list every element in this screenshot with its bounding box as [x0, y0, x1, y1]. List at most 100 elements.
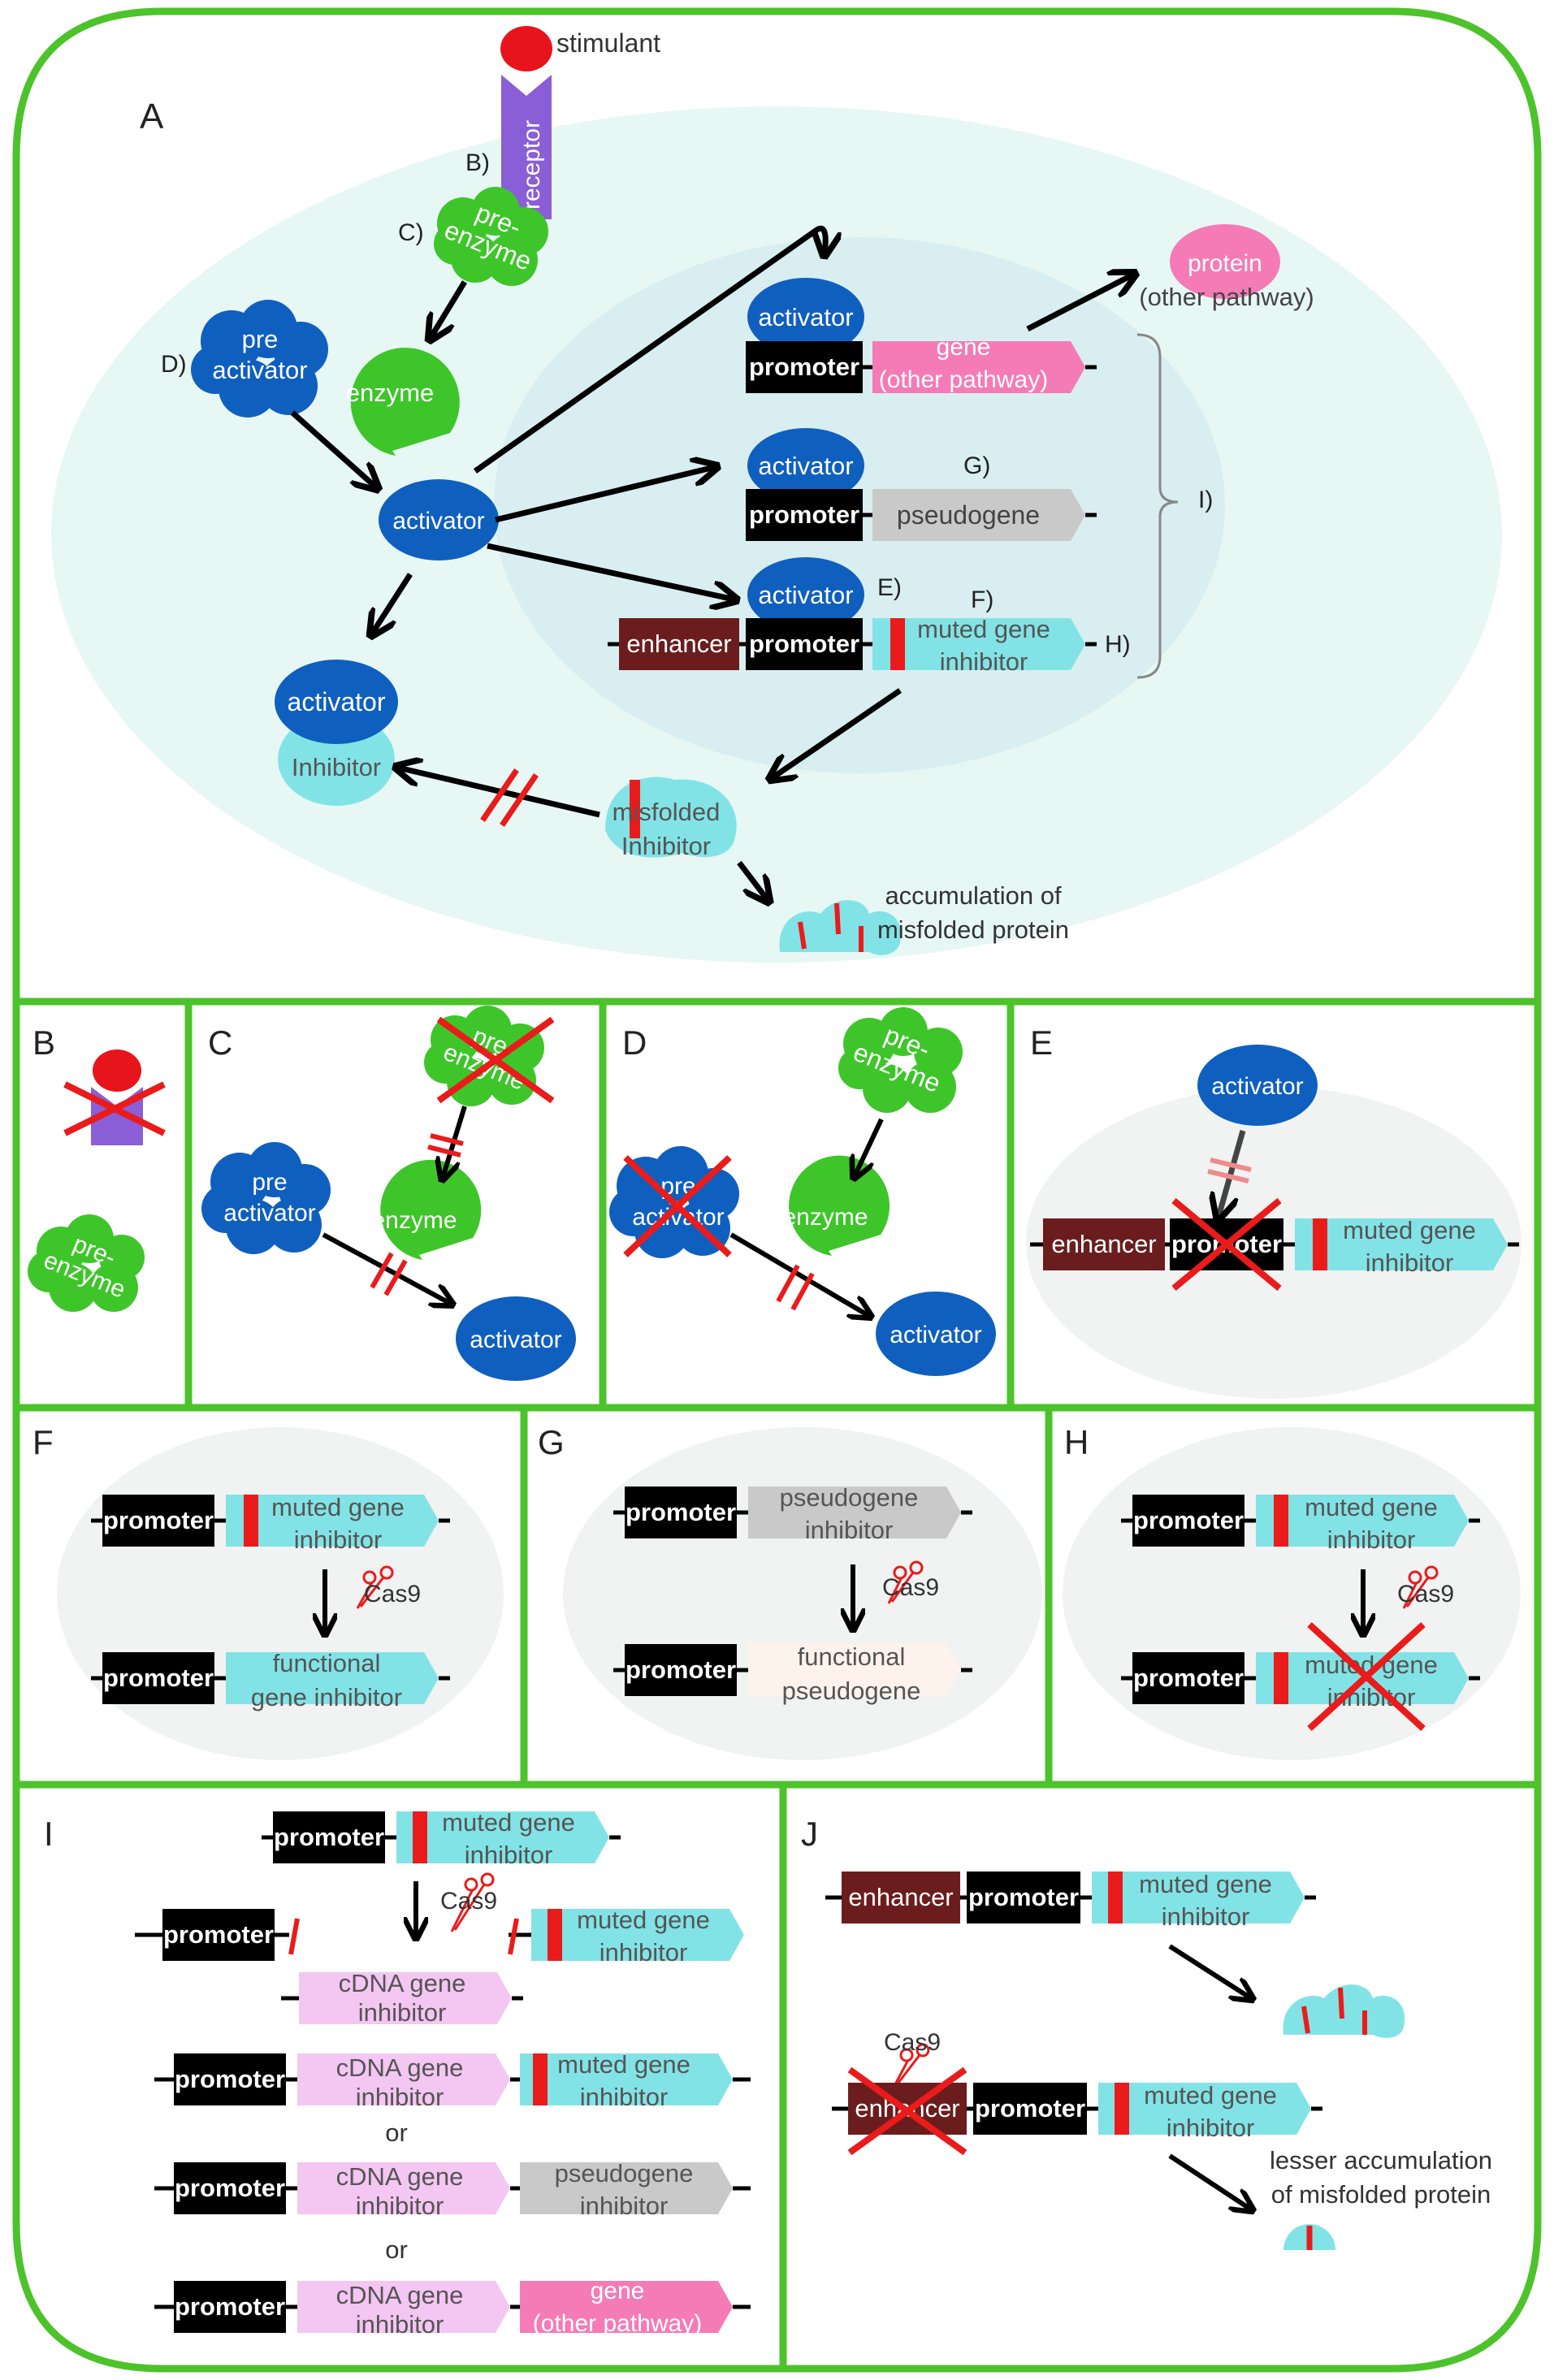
enzyme-label: enzyme: [346, 379, 435, 407]
activator-bound-label: activator: [288, 687, 386, 716]
mutation-mark-row3: [890, 618, 905, 670]
scissors-icon-i: [450, 1872, 495, 1932]
muted-gene-i3: [520, 2053, 733, 2105]
muted-gene-e: [1295, 1218, 1508, 1270]
outer-border: [12, 7, 1542, 2373]
cdna-gene-i4: [297, 2281, 510, 2333]
nucleus-g: [563, 1427, 1042, 1760]
gene-other-i5-label: gene(other pathway): [533, 2278, 702, 2337]
activator-row2-label: activator: [758, 452, 853, 480]
muted-gene-j1: [1092, 1872, 1305, 1923]
scissors-icon-g: [887, 1560, 924, 1604]
enhancer-j1: [842, 1872, 960, 1923]
promoter-row2-label: promoter: [749, 500, 859, 529]
activator-main-label: activator: [392, 508, 484, 534]
promoter-h2: [1132, 1652, 1244, 1704]
enhancer-j1-label: enhancer: [848, 1883, 953, 1911]
cross-b: [63, 1081, 166, 1136]
gene-other-i5: [520, 2281, 733, 2333]
block-mark-a: [480, 768, 539, 827]
cross-j: [847, 2066, 967, 2156]
pseudogene-row2: [872, 489, 1085, 541]
arrows-d: [729, 1118, 884, 1316]
pseudogene-row2-label: pseudogene: [897, 500, 1040, 530]
block-mark-e: [1207, 1158, 1252, 1184]
promoter-i5-label: promoter: [175, 2292, 285, 2321]
promoter-row3: [746, 618, 863, 670]
promoter-i4: [174, 2162, 286, 2214]
panel-g-label: G: [538, 1423, 565, 1461]
promoter-i4-label: promoter: [175, 2174, 285, 2202]
mutation-mark-h1: [1274, 1495, 1288, 1547]
arrow-j2: [1168, 2153, 1251, 2209]
marker-e: E): [877, 574, 902, 601]
promoter-row3-label: promoter: [749, 630, 859, 658]
scissors-icon-h: [1402, 1565, 1439, 1609]
block-marks-c: [370, 1133, 464, 1296]
promoter-i2: [162, 1909, 275, 1961]
mutation-mark-j1: [1108, 1872, 1123, 1923]
cross-e: [1171, 1197, 1282, 1292]
activator-c-label: activator: [470, 1326, 561, 1353]
promoter-j1-label: promoter: [968, 1883, 1079, 1911]
activator-main: [379, 479, 499, 560]
promoter-i3: [174, 2053, 286, 2105]
arrow-j1: [1168, 1944, 1251, 1998]
panel-j-label: J: [801, 1815, 818, 1853]
functional-gene-f2: [226, 1652, 439, 1704]
panel-h-label: H: [1064, 1423, 1089, 1461]
pre-enzyme-cloud: [434, 187, 548, 286]
cross-d: [623, 1155, 732, 1257]
activator-c: [456, 1296, 576, 1381]
promoter-j2-label: promoter: [975, 2094, 1085, 2123]
accumulation-blob: [779, 900, 902, 955]
mutation-mark-f1: [244, 1495, 258, 1547]
muted-gene-h1: [1256, 1495, 1469, 1547]
scissors-icon-f: [356, 1565, 394, 1609]
promoter-row1-label: promoter: [749, 353, 859, 381]
activator-e-label: activator: [1211, 1073, 1303, 1100]
promoter-f1-label: promoter: [103, 1506, 214, 1534]
marker-i: I): [1198, 487, 1213, 513]
block-mark-d: [776, 1264, 815, 1311]
activator-e: [1197, 1045, 1318, 1126]
enhancer-e-label: enhancer: [1051, 1230, 1156, 1258]
promoter-j2: [973, 2083, 1087, 2135]
protein-other-shape: [1170, 224, 1280, 299]
mutation-mark-h2: [1274, 1652, 1288, 1704]
muted-gene-i2: [531, 1909, 744, 1961]
stimulant-b: [93, 1049, 141, 1092]
activator-row1: [747, 278, 864, 356]
activator-bound: [275, 660, 398, 744]
cross-h: [1307, 1622, 1426, 1731]
promoter-j1: [967, 1872, 1080, 1923]
activator-row1-label: activator: [758, 303, 853, 331]
receptor-label: receptor: [518, 120, 545, 210]
mutation-mark-i3: [533, 2053, 548, 2105]
panel-f-label: F: [32, 1423, 54, 1461]
protein-other-label: protein: [1188, 250, 1262, 277]
cas9-h-label: Cas9: [1397, 1581, 1454, 1608]
enzyme-d-label: enzyme: [782, 1204, 868, 1231]
enzyme-shape: [350, 348, 460, 456]
muted-gene-i1: [396, 1811, 609, 1863]
pre-activator-cloud: [191, 300, 328, 418]
accumulation-blob-j: [1283, 1984, 1405, 2038]
panel-e: E activator enhancer promoter muted gene…: [1026, 1023, 1522, 1399]
promoter-i1: [273, 1811, 385, 1863]
